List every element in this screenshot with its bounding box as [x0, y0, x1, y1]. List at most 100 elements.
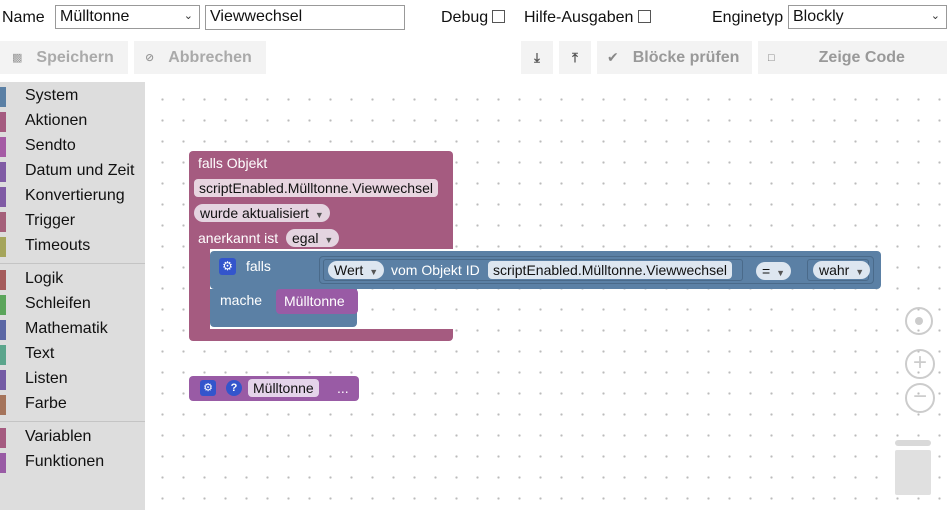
show-code-button[interactable]: □ Zeige Code — [758, 41, 947, 74]
cancel-label: Abbrechen — [168, 48, 252, 66]
falls-label: falls — [246, 258, 271, 274]
ack-dropdown[interactable]: egal ▼ — [286, 229, 340, 247]
if-block[interactable]: ⚙ falls mache Wert ▼ vom Objekt ID scrip… — [210, 251, 881, 327]
compare-block[interactable]: Wert ▼ vom Objekt ID scriptEnabled.Müllt… — [319, 256, 874, 284]
chevron-down-icon: ⌄ — [183, 10, 193, 22]
toolbox-sidebar: System Aktionen Sendto Datum und Zeit Ko… — [0, 82, 145, 510]
category-label: Sendto — [25, 137, 76, 154]
hilfe-ausgaben-label: Hilfe-Ausgaben — [524, 9, 634, 26]
category-logik[interactable]: Logik — [0, 268, 145, 290]
zoom-out-button[interactable]: − — [905, 383, 935, 413]
property-dropdown-value: Wert — [334, 262, 364, 278]
more-params-label[interactable]: ... — [337, 380, 349, 396]
procedure-name-field[interactable]: Mülltonne — [248, 379, 319, 397]
procedure-definition-block[interactable]: ⚙ ? Mülltonne ... — [189, 376, 359, 401]
trash-icon[interactable] — [895, 440, 931, 495]
cancel-button[interactable]: ⊘ Abbrechen — [134, 41, 266, 74]
category-label: Datum und Zeit — [25, 162, 135, 179]
property-dropdown[interactable]: Wert ▼ — [328, 261, 385, 279]
engine-type-value: Blockly — [793, 8, 844, 25]
category-label: System — [25, 87, 79, 104]
category-schleifen[interactable]: Schleifen — [0, 293, 145, 315]
enginetyp-label: Enginetyp — [712, 9, 784, 26]
category-label: Text — [25, 345, 55, 362]
mache-label: mache — [220, 292, 263, 308]
category-label: Timeouts — [25, 237, 91, 254]
target-icon — [915, 317, 923, 325]
script-name-value: Mülltonne — [60, 8, 130, 25]
plus-icon: + — [912, 349, 927, 376]
minus-icon: − — [912, 383, 927, 410]
save-button[interactable]: ▩ Speichern — [0, 41, 128, 74]
boolean-block[interactable]: wahr ▼ — [807, 259, 871, 281]
zoom-in-button[interactable]: + — [905, 349, 935, 379]
category-label: Logik — [25, 270, 64, 287]
trigger-header-text: falls Objekt — [198, 155, 268, 171]
dropdown-arrow-icon: ▼ — [369, 267, 379, 277]
category-mathematik[interactable]: Mathematik — [0, 318, 145, 340]
check-blocks-label: Blöcke prüfen — [632, 48, 740, 66]
category-text[interactable]: Text — [0, 343, 145, 365]
category-funktionen[interactable]: Funktionen — [0, 451, 145, 473]
category-farbe[interactable]: Farbe — [0, 393, 145, 415]
gear-icon[interactable]: ⚙ — [200, 380, 216, 396]
category-timeouts[interactable]: Timeouts — [0, 235, 145, 257]
get-object-id-field[interactable]: scriptEnabled.Mülltonne.Viewwechsel — [488, 261, 732, 279]
category-konvertierung[interactable]: Konvertierung — [0, 185, 145, 207]
get-value-block[interactable]: Wert ▼ vom Objekt ID scriptEnabled.Müllt… — [323, 259, 743, 281]
top-bar: Name Mülltonne ⌄ Viewwechsel Debug Hilfe… — [0, 0, 947, 36]
category-label: Schleifen — [25, 295, 91, 312]
category-label: Trigger — [25, 212, 76, 229]
category-datum-und-zeit[interactable]: Datum und Zeit — [0, 160, 145, 182]
object-id-field[interactable]: scriptEnabled.Mülltonne.Viewwechsel — [194, 179, 438, 197]
save-icon: ▩ — [12, 52, 23, 64]
procedure-call-name: Mülltonne — [284, 293, 345, 309]
export-button[interactable]: ⤓ — [521, 41, 553, 74]
dropdown-arrow-icon: ▼ — [314, 210, 324, 220]
dropdown-arrow-icon: ▼ — [855, 267, 865, 277]
category-label: Funktionen — [25, 453, 105, 470]
ack-label: anerkannt ist — [198, 230, 279, 246]
upload-icon: ⤒ — [572, 49, 578, 65]
event-dropdown-value: wurde aktualisiert — [200, 205, 309, 221]
sidebar-separator — [0, 263, 145, 264]
show-code-label: Zeige Code — [818, 48, 905, 66]
trigger-on-object-block[interactable]: falls Objekt scriptEnabled.Mülltonne.Vie… — [189, 151, 453, 341]
category-variablen[interactable]: Variablen — [0, 426, 145, 448]
gear-icon[interactable]: ⚙ — [219, 258, 236, 275]
boolean-dropdown[interactable]: wahr ▼ — [813, 261, 871, 279]
category-trigger[interactable]: Trigger — [0, 210, 145, 232]
name-label: Name — [2, 9, 45, 26]
code-icon: □ — [768, 51, 775, 64]
from-object-label: vom Objekt ID — [391, 262, 480, 278]
script-name-select[interactable]: Mülltonne ⌄ — [55, 5, 200, 29]
script-title-input[interactable]: Viewwechsel — [205, 5, 405, 30]
procedure-call-block[interactable]: Mülltonne — [276, 289, 358, 314]
hilfe-ausgaben-checkbox[interactable] — [638, 10, 651, 23]
engine-type-select[interactable]: Blockly ⌄ — [788, 5, 947, 29]
operator-dropdown-value: = — [762, 263, 771, 279]
category-label: Listen — [25, 370, 68, 387]
event-dropdown[interactable]: wurde aktualisiert ▼ — [194, 204, 330, 222]
debug-label: Debug — [441, 9, 489, 26]
category-label: Variablen — [25, 428, 92, 445]
sidebar-separator — [0, 421, 145, 422]
category-aktionen[interactable]: Aktionen — [0, 110, 145, 132]
help-icon[interactable]: ? — [226, 380, 242, 396]
blockly-workspace[interactable]: falls Objekt scriptEnabled.Mülltonne.Vie… — [145, 82, 947, 510]
import-button[interactable]: ⤒ — [559, 41, 591, 74]
trigger-block-spine — [189, 249, 210, 331]
check-blocks-button[interactable]: ✔ Blöcke prüfen — [597, 41, 752, 74]
operator-dropdown[interactable]: = ▼ — [756, 262, 791, 280]
dropdown-arrow-icon: ▼ — [776, 268, 785, 278]
recenter-button[interactable] — [905, 307, 933, 335]
category-sendto[interactable]: Sendto — [0, 135, 145, 157]
category-label: Farbe — [25, 395, 67, 412]
script-title-value: Viewwechsel — [210, 8, 303, 25]
debug-checkbox[interactable] — [492, 10, 505, 23]
category-system[interactable]: System — [0, 85, 145, 107]
download-icon: ⤓ — [534, 49, 540, 65]
category-listen[interactable]: Listen — [0, 368, 145, 390]
check-icon: ✔ — [607, 49, 619, 65]
boolean-dropdown-value: wahr — [819, 262, 850, 278]
